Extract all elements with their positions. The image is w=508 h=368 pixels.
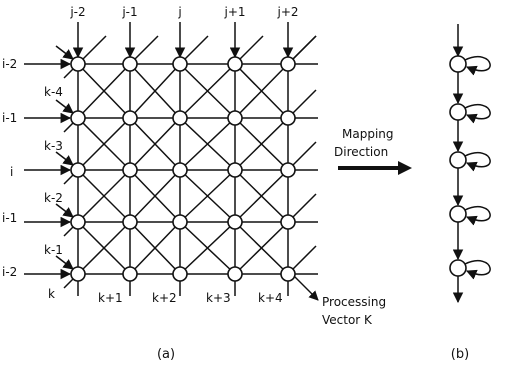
col-label-4: j+1	[223, 5, 245, 19]
row-label-5: i-2	[2, 265, 17, 279]
row-label-3: i	[10, 165, 13, 179]
array-processor-node	[449, 259, 467, 277]
linear-processor-array	[449, 24, 491, 304]
k-label-5: k	[48, 287, 55, 301]
processor-node	[70, 110, 86, 126]
k-label-3: k-2	[44, 191, 63, 205]
col-label-3: j	[177, 5, 181, 19]
row-label-4: i-1	[2, 211, 17, 225]
k-input-arrow-5	[55, 255, 74, 270]
processor-node	[122, 110, 138, 126]
col-label-1: j-2	[69, 5, 85, 19]
processor-node	[122, 266, 138, 282]
anti-diagonal-link	[234, 169, 289, 223]
mapping-label: Mapping	[342, 127, 394, 141]
anti-diagonal-link	[77, 63, 131, 119]
processor-node	[227, 266, 243, 282]
array-processor-node	[449, 55, 467, 73]
k-bottom-label-1: k+1	[98, 291, 123, 305]
anti-diagonal-link	[129, 221, 181, 275]
self-loop-arrow	[464, 55, 491, 76]
k-input-arrow-1	[55, 45, 74, 60]
anti-diagonal-link	[77, 169, 131, 223]
anti-diagonal-link	[129, 63, 181, 119]
processor-node	[227, 110, 243, 126]
self-loop-arrow	[464, 151, 491, 172]
anti-diagonal-link	[129, 117, 181, 171]
processor-grid-nodes	[70, 56, 296, 282]
processor-node	[280, 162, 296, 178]
row-label-2: i-1	[2, 111, 17, 125]
processor-node	[70, 56, 86, 72]
mapping-direction-arrow	[338, 161, 412, 175]
anti-diagonal-link	[179, 117, 236, 171]
processor-node	[122, 56, 138, 72]
processor-node	[227, 162, 243, 178]
k-bottom-label-2: k+2	[152, 291, 177, 305]
array-processor-node	[449, 103, 467, 121]
processor-node	[172, 56, 188, 72]
self-loop-arrow	[464, 259, 491, 280]
processor-node	[172, 266, 188, 282]
anti-diagonal-link	[129, 169, 181, 223]
anti-diagonal-link	[234, 117, 289, 171]
anti-diagonal-link	[77, 221, 131, 275]
k-bottom-label-4: k+4	[258, 291, 283, 305]
k-label-4: k-1	[44, 243, 63, 257]
anti-diagonal-link	[179, 169, 236, 223]
array-processor-node	[449, 205, 467, 223]
caption-b: (b)	[451, 347, 469, 362]
col-label-5: j+2	[276, 5, 298, 19]
processing-label: Processing	[322, 295, 386, 309]
processor-node	[227, 56, 243, 72]
array-processor-node	[449, 151, 467, 169]
k-label-1: k-4	[44, 85, 63, 99]
caption-a: (a)	[157, 347, 175, 362]
k-bottom-label-3: k+3	[206, 291, 231, 305]
row-label-1: i-2	[2, 57, 17, 71]
processor-node	[280, 110, 296, 126]
processor-node	[280, 214, 296, 230]
processor-node	[172, 110, 188, 126]
processor-node	[70, 162, 86, 178]
processor-node	[70, 214, 86, 230]
self-loop-arrow	[464, 103, 491, 124]
k-label-2: k-3	[44, 139, 63, 153]
col-label-2: j-1	[121, 5, 137, 19]
anti-diagonal-link	[234, 63, 289, 119]
self-loop-arrow	[464, 205, 491, 226]
processor-node	[122, 162, 138, 178]
processor-node	[70, 266, 86, 282]
processor-node	[172, 162, 188, 178]
k-input-arrow-4	[55, 203, 74, 218]
processor-grid-lines	[24, 22, 318, 296]
processor-node	[280, 266, 296, 282]
k-input-arrow-3	[55, 151, 74, 166]
vector-k-label: Vector K	[322, 313, 373, 327]
processor-node	[172, 214, 188, 230]
anti-diagonal-link	[234, 221, 289, 275]
anti-diagonal-link	[77, 117, 131, 171]
anti-diagonal-link	[179, 221, 236, 275]
anti-diagonal-link	[179, 63, 236, 119]
processor-node	[227, 214, 243, 230]
direction-label: Direction	[334, 145, 388, 159]
processor-node	[122, 214, 138, 230]
processing-vector-arrow	[293, 275, 319, 301]
processor-node	[280, 56, 296, 72]
k-input-arrow-2	[55, 99, 74, 114]
